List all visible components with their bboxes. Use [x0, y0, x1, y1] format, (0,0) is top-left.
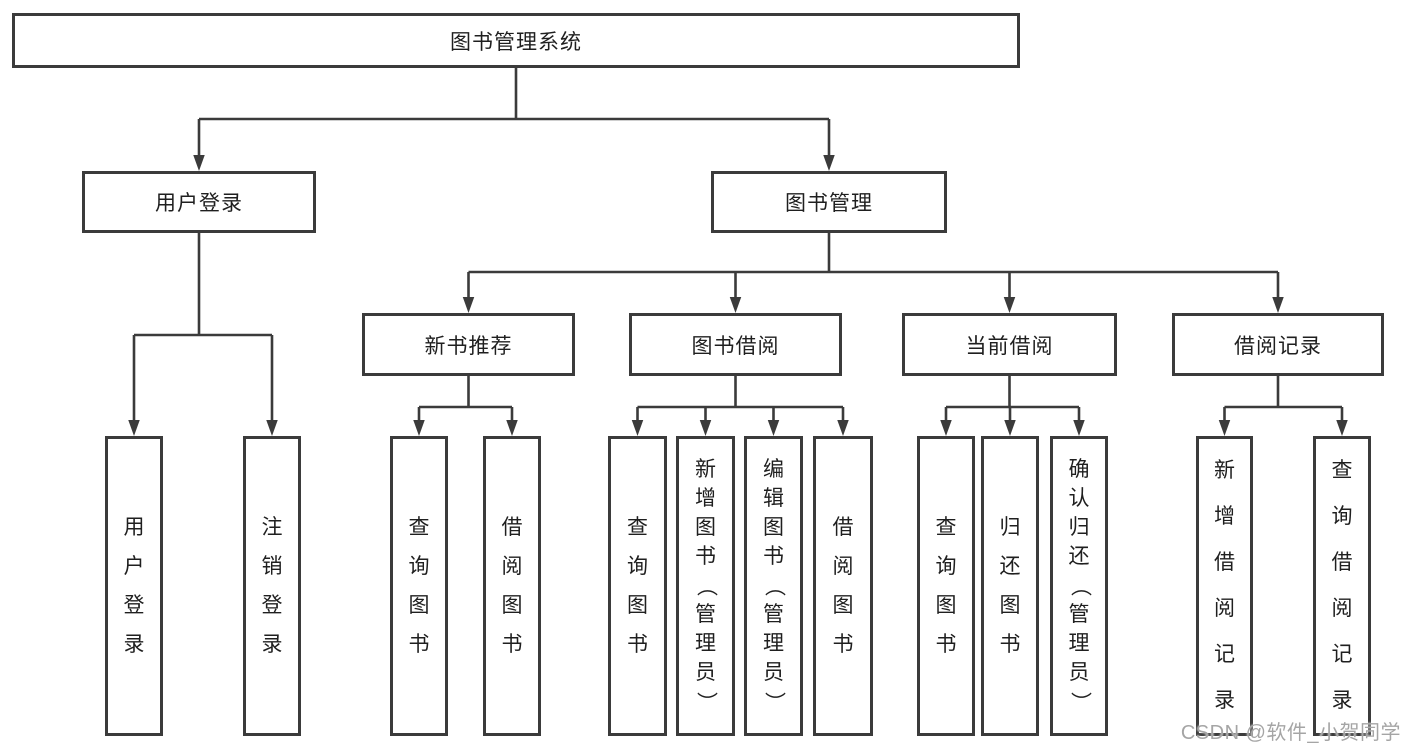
leaf-add-book-admin: 新增图书（管理员） — [676, 436, 735, 736]
leaf-logout: 注销登录 — [243, 436, 301, 736]
leaf-query-book-current-label: 查询图书 — [935, 515, 957, 656]
node-borrow-records-label: 借阅记录 — [1234, 334, 1322, 358]
node-new-book-recommend-label: 新书推荐 — [424, 334, 513, 358]
node-new-book-recommend: 新书推荐 — [362, 313, 575, 376]
edge-new-book-to-leaves — [417, 376, 514, 423]
leaf-return-book-label: 归还图书 — [999, 515, 1021, 656]
leaf-edit-book-admin: 编辑图书（管理员） — [744, 436, 803, 736]
leaf-add-borrow-record: 新增借阅记录 — [1196, 436, 1253, 736]
csdn-watermark: CSDN @软件_小贺同学 — [1180, 722, 1401, 744]
leaf-return-book: 归还图书 — [981, 436, 1039, 736]
node-current-borrow-label: 当前借阅 — [965, 334, 1054, 358]
leaf-query-book-borrow: 查询图书 — [608, 436, 667, 736]
leaf-edit-book-admin-label: 编辑图书（管理员） — [762, 458, 786, 713]
leaf-query-book-borrow-label: 查询图书 — [627, 515, 648, 656]
leaf-add-book-admin-label: 新增图书（管理员） — [694, 458, 718, 713]
node-book-borrow-label: 图书借阅 — [691, 334, 780, 358]
leaf-user-login-label: 用户登录 — [123, 515, 145, 656]
node-root-label: 图书管理系统 — [450, 30, 582, 54]
node-borrow-records: 借阅记录 — [1172, 313, 1384, 376]
leaf-query-book-newbook: 查询图书 — [390, 436, 448, 736]
leaf-query-borrow-record-label: 查询借阅记录 — [1331, 459, 1353, 712]
leaf-query-book-current: 查询图书 — [917, 436, 975, 736]
leaf-query-borrow-record: 查询借阅记录 — [1313, 436, 1371, 736]
node-book-management-label: 图书管理 — [785, 192, 873, 215]
node-user-login-label: 用户登录 — [155, 192, 243, 215]
leaf-borrow-book-newbook: 借阅图书 — [483, 436, 541, 736]
edge-current-borrow-to-leaves — [944, 376, 1081, 423]
edge-borrow-records-to-leaves — [1223, 376, 1344, 423]
node-user-login: 用户登录 — [82, 171, 316, 233]
node-root: 图书管理系统 — [12, 13, 1020, 68]
leaf-add-borrow-record-label: 新增借阅记录 — [1214, 459, 1235, 712]
node-current-borrow: 当前借阅 — [902, 313, 1117, 376]
leaf-borrow-book-borrow: 借阅图书 — [813, 436, 873, 736]
edge-root-to-level2 — [197, 68, 831, 158]
leaf-user-login: 用户登录 — [105, 436, 163, 736]
leaf-borrow-book-borrow-label: 借阅图书 — [832, 515, 854, 656]
node-book-management: 图书管理 — [711, 171, 947, 233]
edge-book-borrow-to-leaves — [636, 376, 845, 423]
leaf-query-book-newbook-label: 查询图书 — [408, 515, 430, 656]
edge-user-login-to-leaves — [132, 233, 274, 423]
node-book-borrow: 图书借阅 — [629, 313, 842, 376]
leaf-logout-label: 注销登录 — [261, 515, 283, 656]
leaf-confirm-return-admin: 确认归还（管理员） — [1050, 436, 1108, 736]
leaf-borrow-book-newbook-label: 借阅图书 — [501, 515, 523, 656]
edge-book-management-to-level3 — [467, 233, 1280, 300]
leaf-confirm-return-admin-label: 确认归还（管理员） — [1068, 458, 1091, 713]
